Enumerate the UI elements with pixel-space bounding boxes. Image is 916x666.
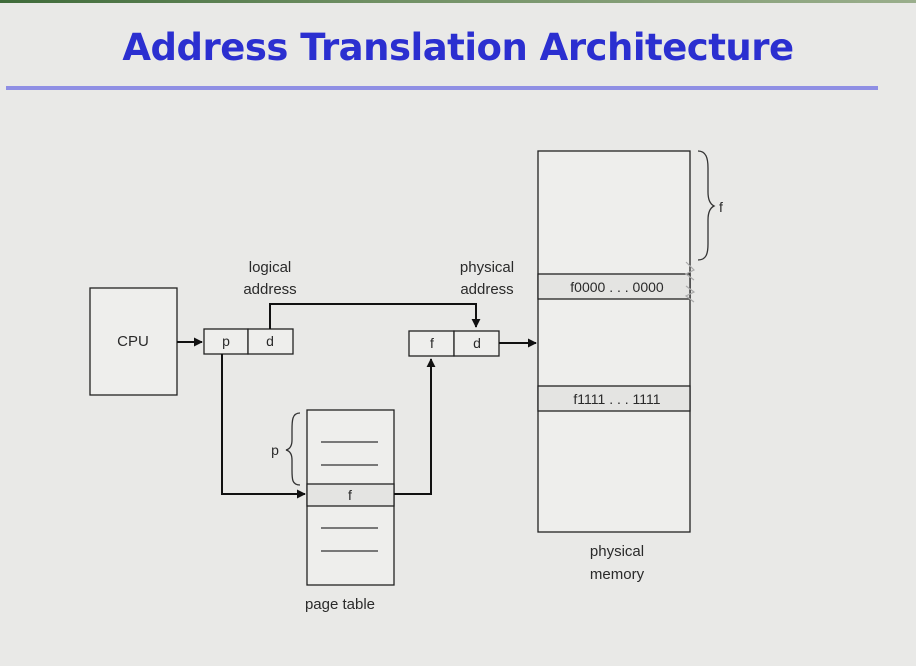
frame-number-arrow [394, 358, 436, 495]
page-table-brace [285, 412, 301, 486]
frame-start-row [537, 273, 691, 300]
physical-f-label: f [430, 335, 434, 351]
physical-address-label-line1: physical [460, 259, 514, 276]
physical-d-label: d [473, 335, 481, 351]
physical-memory-label-line2: memory [590, 566, 645, 583]
frame-end-label: f1111 . . . 1111 [573, 391, 660, 407]
physical-memory-label-line1: physical [590, 543, 644, 560]
logical-d-label: d [266, 333, 274, 349]
memory-tick-mark [684, 261, 696, 281]
page-table-label: page table [305, 596, 375, 613]
logical-address-label-line2: address [243, 281, 296, 298]
frame-end-row [537, 385, 691, 412]
page-number-lookup-arrow [221, 354, 306, 499]
offset-copy-arrow [269, 303, 481, 329]
logical-p-label: p [222, 333, 230, 349]
logical-address-label-line1: logical [249, 259, 292, 276]
physical-address-label-line2: address [460, 281, 513, 298]
memory-tick-mark [684, 285, 696, 303]
memory-brace [697, 150, 716, 261]
logical-address-d-cell [247, 328, 294, 355]
memory-f-label: f [719, 199, 723, 215]
physical-memory-box [537, 150, 691, 533]
cpu-label: CPU [117, 333, 149, 350]
frame-start-label: f0000 . . . 0000 [570, 279, 664, 295]
page-table-entry-f-label: f [348, 487, 352, 503]
slide-title: Address Translation Architecture [122, 26, 794, 69]
title-underline [6, 86, 878, 90]
top-accent-bar [0, 0, 916, 3]
cpu-box [89, 287, 178, 396]
page-table-p-label: p [271, 442, 279, 458]
